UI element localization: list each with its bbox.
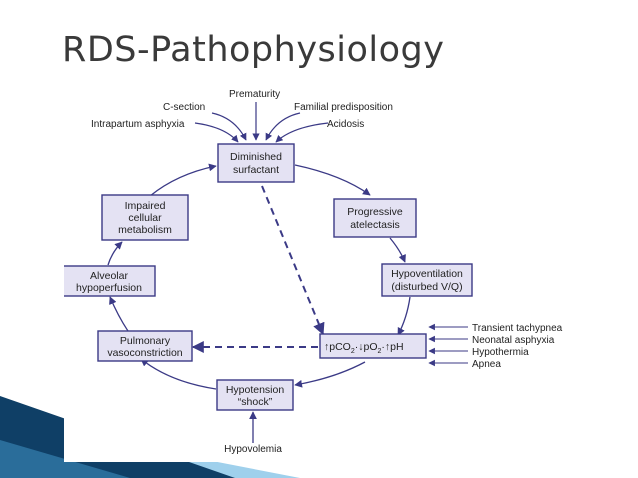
svg-text:Diminished: Diminished: [230, 151, 282, 163]
box-pulmonary-vasoconstriction: Pulmonary vasoconstriction: [97, 330, 193, 362]
cause-arrow: [275, 122, 329, 143]
svg-text:Progressive: Progressive: [347, 206, 403, 218]
cause-arrow: [211, 112, 247, 141]
arrow-down-icon: ↓: [358, 341, 363, 353]
svg-text:atelectasis: atelectasis: [350, 219, 400, 231]
cycle-arrow: [140, 358, 217, 390]
cause-acidosis: Acidosis: [327, 119, 364, 130]
svg-text:Hypoventilation: Hypoventilation: [391, 268, 463, 280]
factor-hypovolemia: Hypovolemia: [224, 444, 282, 455]
svg-text:hypoperfusion: hypoperfusion: [76, 282, 142, 294]
cycle-arrow: [397, 296, 411, 336]
cycle-arrow: [107, 241, 123, 266]
arrow-up-icon: ↑: [385, 341, 390, 353]
svg-text:↑pCO2·↓pO2·↑pH: ↑pCO2·↓pO2·↑pH: [324, 341, 404, 355]
svg-text:surfactant: surfactant: [233, 164, 279, 176]
cycle-arrow: [109, 296, 129, 332]
factor-hypothermia: Hypothermia: [472, 347, 529, 358]
cause-c-section: C-section: [163, 102, 205, 113]
svg-text:“shock”: “shock”: [238, 396, 273, 408]
factor-apnea: Apnea: [472, 359, 501, 370]
box-progressive-atelectasis: Progressive atelectasis: [333, 198, 417, 238]
svg-text:metabolism: metabolism: [118, 224, 172, 236]
cause-prematurity: Prematurity: [229, 89, 280, 100]
box-hypotension-shock: Hypotension “shock”: [216, 379, 294, 411]
box-diminished-surfactant: Diminished surfactant: [217, 143, 295, 183]
cycle-arrow: [389, 237, 406, 263]
box-alveolar-hypoperfusion: Alveolar hypoperfusion: [64, 265, 156, 297]
svg-text:Hypotension: Hypotension: [226, 384, 285, 396]
svg-text:(disturbed V/Q): (disturbed V/Q): [391, 281, 462, 293]
svg-text:vasoconstriction: vasoconstriction: [107, 347, 182, 359]
svg-text:cellular: cellular: [128, 212, 162, 224]
arrow-up-icon: ↑: [324, 341, 329, 353]
cause-arrow: [194, 122, 239, 143]
cause-arrow: [265, 112, 301, 141]
cycle-arrow: [294, 164, 371, 196]
factor-transient-tachypnea: Transient tachypnea: [472, 323, 563, 334]
dashed-link-surfactant: [261, 185, 325, 336]
diagram-panel: Prematurity C-section Familial predispos…: [64, 82, 596, 462]
svg-text:Impaired: Impaired: [125, 200, 166, 212]
box-blood-gases: ↑pCO2·↓pO2·↑pH: [319, 333, 427, 359]
box-impaired-cellular-metabolism: Impaired cellular metabolism: [101, 194, 189, 241]
slide-title: RDS-Pathophysiology: [62, 30, 445, 70]
box-hypoventilation: Hypoventilation (disturbed V/Q): [381, 263, 473, 297]
cause-intrapartum-asphyxia: Intrapartum asphyxia: [91, 119, 185, 130]
rds-cycle-diagram: Prematurity C-section Familial predispos…: [64, 89, 563, 455]
svg-text:Pulmonary: Pulmonary: [120, 335, 171, 347]
factor-neonatal-asphyxia: Neonatal asphyxia: [472, 335, 555, 346]
cycle-arrow: [294, 361, 366, 388]
cycle-arrow: [149, 163, 217, 197]
svg-text:Alveolar: Alveolar: [90, 270, 128, 282]
cause-familial-predisposition: Familial predisposition: [294, 102, 393, 113]
